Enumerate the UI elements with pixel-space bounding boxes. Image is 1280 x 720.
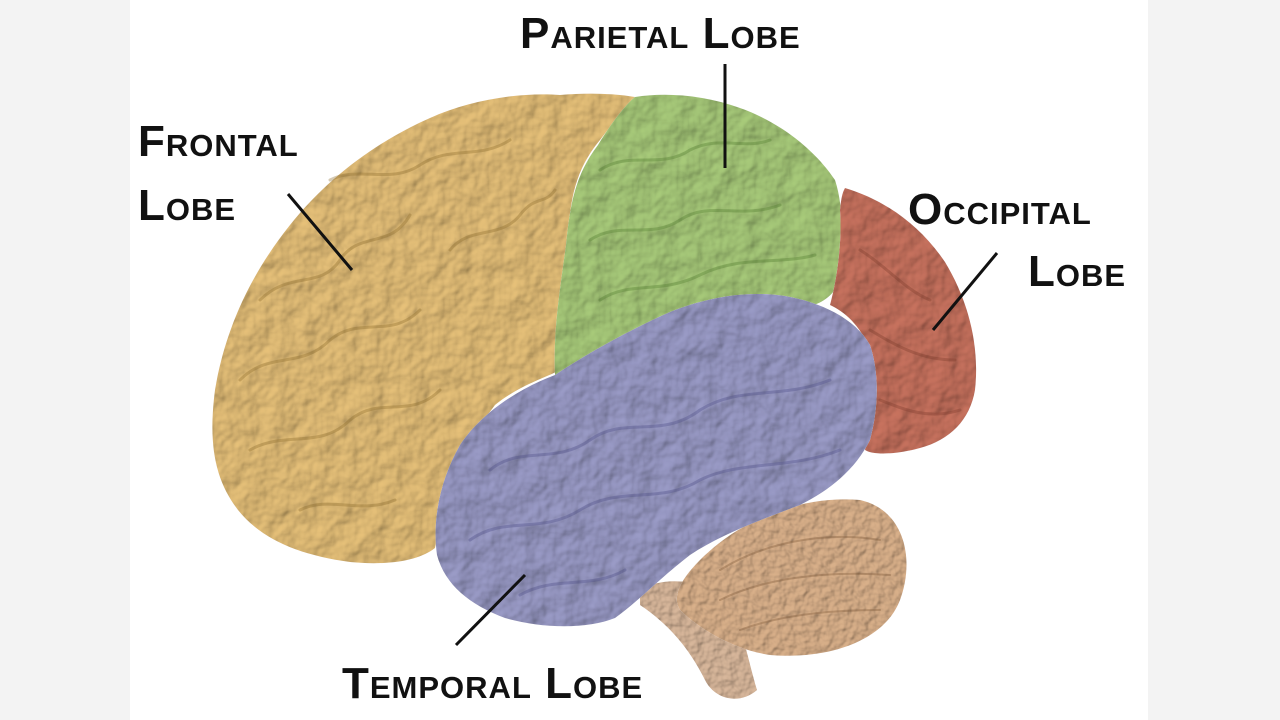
parietal-lobe-region	[554, 94, 842, 376]
left-margin	[0, 0, 130, 720]
temporal-lobe-label: Temporal Lobe	[342, 659, 644, 708]
occipital-lobe-region	[830, 188, 977, 454]
occipital-lobe-label: Occipital Lobe	[908, 185, 1127, 296]
occipital-leader-line	[931, 252, 999, 331]
frontal-leader-line	[286, 193, 354, 271]
cerebellum-region	[676, 499, 907, 656]
parietal-lobe-label: Parietal Lobe	[520, 9, 801, 58]
leader-lines	[286, 64, 999, 647]
frontal-lobe-region	[212, 93, 635, 564]
right-margin	[1148, 0, 1280, 720]
temporal-lobe-region	[435, 293, 877, 627]
frontal-lobe-label: Frontal Lobe	[138, 117, 299, 230]
temporal-leader-line	[454, 573, 527, 647]
gyri-detail	[238, 138, 962, 631]
